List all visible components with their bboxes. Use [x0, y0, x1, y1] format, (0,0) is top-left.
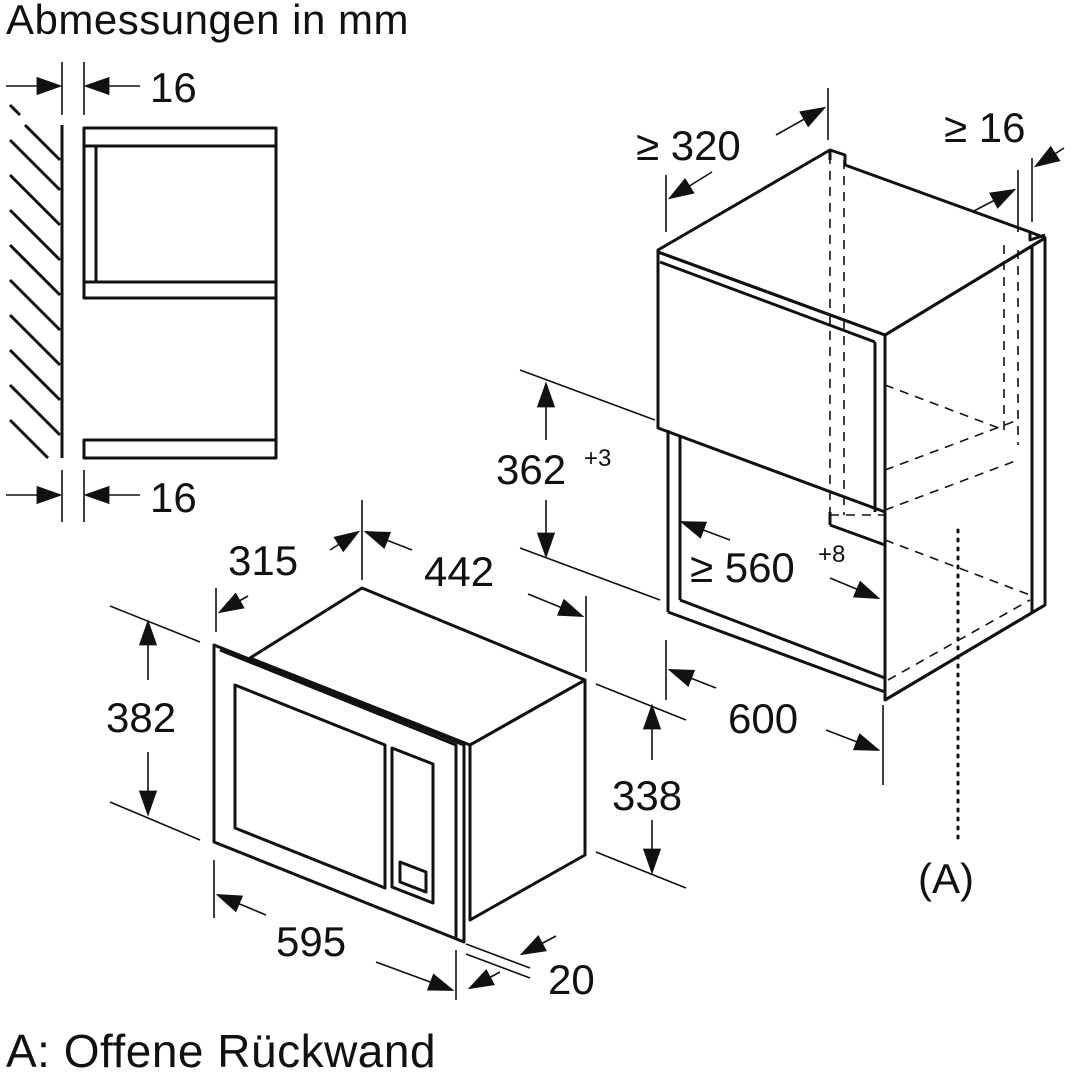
- dim-appliance-height-label: 382: [106, 694, 176, 741]
- dimension-appliance-height: 382: [106, 605, 201, 841]
- legend-open-back: A: Offene Rückwand: [6, 1025, 437, 1077]
- cabinet-isometric-view: (A) ≥ 320 ≥ 16 362 +3: [496, 88, 1065, 902]
- cabinet-lower-frame: [666, 430, 1046, 702]
- dimension-niche-width: ≥ 560 +8: [679, 521, 881, 599]
- appliance-open-button: [398, 860, 428, 894]
- side-section-view: 16 16: [6, 62, 278, 522]
- dimension-cabinet-width: 600: [665, 640, 884, 785]
- dim-niche-width-tolerance: +8: [818, 541, 845, 568]
- cabinet-section: [82, 126, 278, 460]
- dimension-appliance-body-height: 338: [595, 683, 687, 889]
- page-title: Abmessungen in mm: [6, 0, 410, 43]
- dim-niche-height-label: 362: [496, 446, 566, 493]
- dimension-frame-depth: 20: [465, 935, 595, 1003]
- open-back-label: (A): [918, 855, 974, 902]
- dimension-niche-height: 362 +3: [496, 369, 661, 601]
- dimension-appliance-body-width: 442: [363, 531, 587, 672]
- dim-appliance-depth-label: 315: [228, 537, 298, 584]
- dim-frame-depth-label: 20: [548, 956, 595, 1003]
- appliance-front-frame: [212, 643, 466, 944]
- dim-appliance-body-height-label: 338: [612, 772, 682, 819]
- appliance-door-window: [233, 683, 387, 890]
- dim-cabinet-width-label: 600: [728, 695, 798, 742]
- wall-hatching: [8, 103, 64, 460]
- dimension-cabinet-depth-min: ≥ 320: [636, 88, 829, 232]
- dimension-appliance-width: 595: [213, 860, 457, 1000]
- appliance-control-panel: [390, 746, 435, 905]
- appliance-isometric-view: 315 442 382 338: [106, 500, 687, 1003]
- dim-side-gap-bottom-label: 16: [150, 474, 197, 521]
- appliance-side: [468, 678, 587, 922]
- dimension-cabinet-side-min: ≥ 16: [944, 104, 1065, 232]
- dimension-appliance-depth: 315: [215, 500, 363, 632]
- dim-appliance-body-width-label: 442: [424, 548, 494, 595]
- dim-niche-width-label: ≥ 560: [690, 544, 795, 591]
- dim-cabinet-depth-min-label: ≥ 320: [636, 122, 741, 169]
- dimension-side-gap-top: 16: [6, 62, 197, 115]
- dimension-side-gap-bottom: 16: [6, 470, 197, 522]
- cabinet-hidden-edges: [829, 155, 1031, 681]
- dim-appliance-width-label: 595: [276, 918, 346, 965]
- cabinet-side-panel: [883, 236, 1047, 702]
- appliance-top: [248, 586, 587, 747]
- dim-cabinet-side-min-label: ≥ 16: [944, 104, 1025, 151]
- dim-niche-height-tolerance: +3: [584, 445, 611, 472]
- dim-side-gap-top-label: 16: [150, 64, 197, 111]
